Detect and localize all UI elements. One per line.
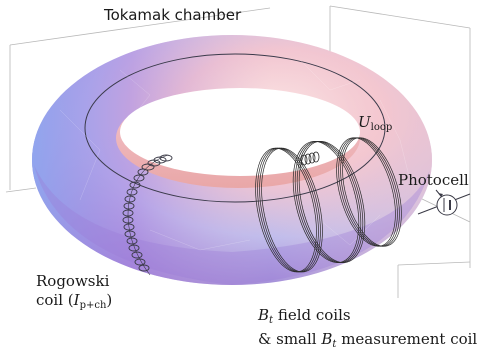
rogowski-label: Rogowski coil (Ip+ch) <box>36 272 112 315</box>
tokamak-chamber-text: Tokamak chamber <box>104 6 241 24</box>
bt-line2-text: measurement coil <box>336 330 477 348</box>
bt-line1-text: field coils <box>273 306 351 324</box>
bt2-symbol: B <box>321 330 332 348</box>
bt-coils-label: Bt field coils & small Bt measurement co… <box>258 306 477 354</box>
rogowski-suffix: ) <box>106 291 112 309</box>
tokamak-chamber-label: Tokamak chamber <box>104 6 241 24</box>
photocell-label: Photocell <box>398 171 469 189</box>
uloop-label: Uloop <box>358 113 392 133</box>
rogowski-prefix: coil ( <box>36 291 74 309</box>
bt-symbol: B <box>258 306 269 324</box>
rogowski-subscript: p+ch <box>80 300 107 311</box>
torus <box>32 35 432 285</box>
bt-line2-prefix: & small <box>258 330 321 348</box>
rogowski-line2: coil (Ip+ch) <box>36 291 112 315</box>
uloop-symbol: U <box>358 113 371 131</box>
bt-line1: Bt field coils <box>258 306 477 330</box>
photocell-text: Photocell <box>398 171 469 189</box>
photocell-icon <box>418 190 470 215</box>
rogowski-line1: Rogowski <box>36 272 112 291</box>
uloop-subscript: loop <box>371 122 393 133</box>
bt-line2: & small Bt measurement coil <box>258 330 477 354</box>
